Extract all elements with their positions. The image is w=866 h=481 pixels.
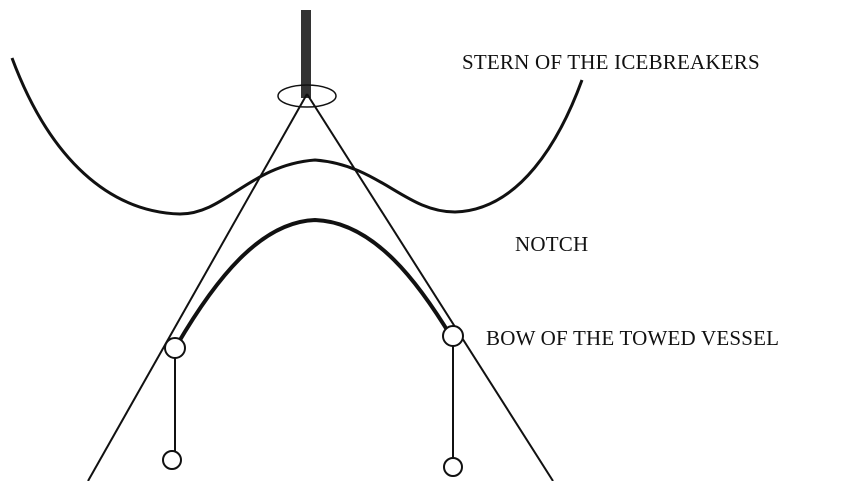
notch-label: NOTCH	[515, 232, 589, 256]
right-bitt-point	[443, 457, 463, 477]
left-towing-line	[87, 93, 308, 481]
stern-label: STERN OF THE ICEBREAKERS	[462, 50, 760, 74]
right-bow-connection-point	[442, 325, 464, 347]
towing-post	[301, 10, 311, 98]
left-bitt-point	[162, 450, 182, 470]
left-bow-connection-point	[164, 337, 186, 359]
icebreaker-stern-outline	[10, 57, 584, 216]
right-towing-line	[306, 93, 554, 481]
bow-label: BOW OF THE TOWED VESSEL	[486, 326, 780, 350]
towed-vessel-bow-outline	[175, 217, 454, 347]
towing-hook-ellipse	[277, 84, 337, 108]
